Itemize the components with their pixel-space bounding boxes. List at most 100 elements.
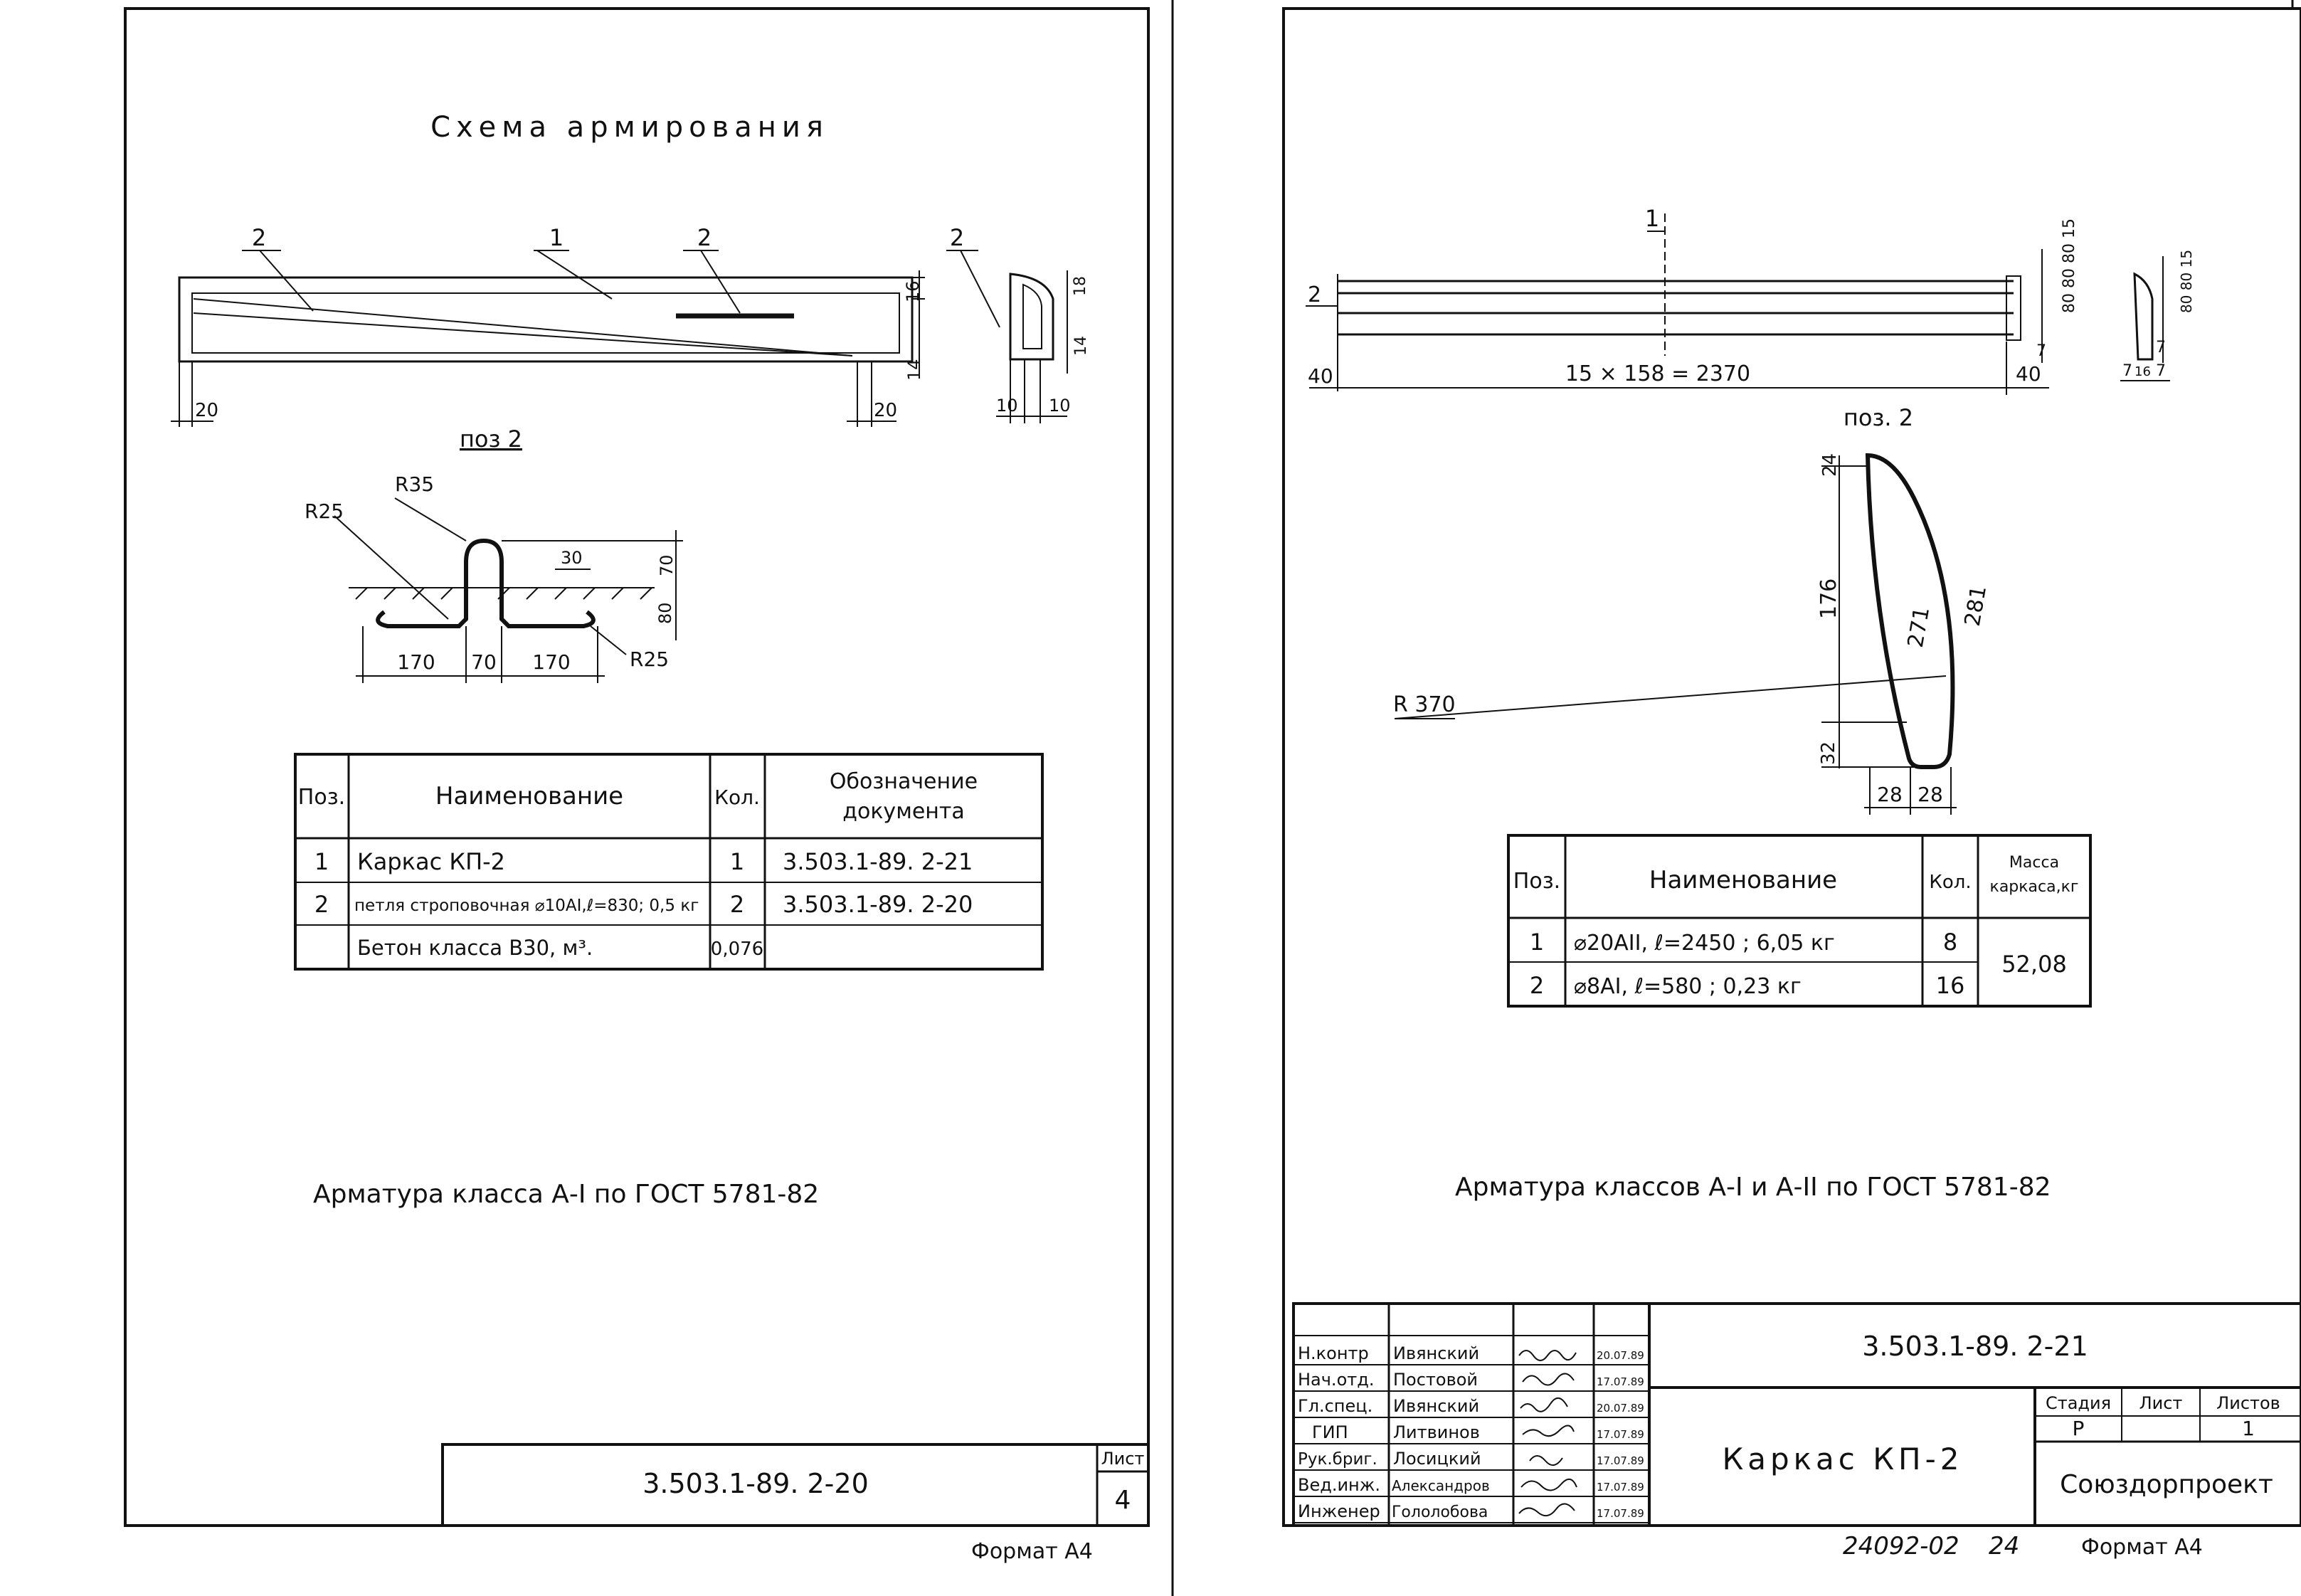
right-spec-table: Поз. Наименование Кол. Масса каркаса,кг …	[1507, 834, 2092, 1008]
dim-70-top: 70	[657, 554, 677, 576]
rt-r1-pos: 1	[1530, 929, 1544, 956]
left-sheet: Схема армирования 2 1 2 16 14	[124, 7, 1150, 1564]
tb-sheets-label: Листов	[2216, 1393, 2280, 1413]
rt-r2-name: ⌀8АI, ℓ=580 ; 0,23 кг	[1574, 974, 1802, 999]
dim-r25-left: R25	[305, 500, 344, 523]
frame-elevation: 1 2 40 15 × 158 = 2370 40 80 80 80 15 7	[1306, 205, 2078, 395]
dim-170-left: 170	[397, 650, 435, 674]
rt-h-qty: Кол.	[1929, 872, 1971, 893]
dim-10a: 10	[996, 396, 1018, 416]
tb-role-3: ГИП	[1312, 1422, 1348, 1442]
rdim-7c: 7	[2156, 362, 2166, 380]
rdim-7b: 7	[2122, 362, 2132, 380]
callout-2c: 2	[950, 224, 964, 251]
tb-date-5: 17.07.89	[1597, 1481, 1644, 1494]
rcallout-2: 2	[1308, 282, 1321, 307]
tb-name-4: Лосицкий	[1393, 1449, 1481, 1469]
tb-stage: Р	[2073, 1417, 2085, 1440]
tb-date-2: 20.07.89	[1597, 1402, 1644, 1415]
footer-number: 24092-02	[1843, 1532, 1959, 1560]
loop-detail-label: поз 2	[460, 426, 522, 453]
rdim-32: 32	[1818, 741, 1839, 765]
signatures	[1518, 1350, 1577, 1517]
right-format: Формат А4	[2081, 1535, 2203, 1560]
tb-sheets: 1	[2242, 1417, 2255, 1440]
loop-detail: поз 2 R35 R25 R25 30 70 80	[305, 426, 683, 683]
left-stamp-sheet-label: Лист	[1101, 1449, 1145, 1469]
dim-10b: 10	[1049, 396, 1071, 416]
dim-18: 18	[1072, 276, 1089, 296]
lt-r1-name: Каркас КП-2	[357, 848, 505, 875]
lt-h-name: Наименование	[435, 782, 623, 810]
rt-h-mass: Масса каркаса,кг	[1989, 854, 2079, 896]
dim-14: 14	[904, 359, 924, 381]
rdim-28a: 28	[1877, 783, 1903, 806]
rdim-7d: 7	[2156, 339, 2166, 356]
rdim-281: 281	[1960, 583, 1991, 628]
callout-1: 1	[549, 224, 564, 251]
tb-name-2: Ивянский	[1393, 1396, 1479, 1416]
tb-org: Союздорпроект	[2060, 1470, 2273, 1499]
tb-name-1: Постовой	[1393, 1370, 1478, 1390]
tb-date-6: 17.07.89	[1597, 1507, 1644, 1520]
tb-name-6: Гололобова	[1392, 1503, 1488, 1521]
dim-30: 30	[561, 548, 583, 568]
tb-role-0: Н.контр	[1298, 1343, 1369, 1363]
tb-name-0: Ивянский	[1393, 1343, 1479, 1363]
tb-role-4: Рук.бриг.	[1298, 1450, 1377, 1469]
dim-80: 80	[655, 602, 675, 624]
rdim-28b: 28	[1918, 783, 1943, 806]
panel-elevation: 2 1 2 16 14 20 20	[171, 224, 925, 427]
rdim-271: 271	[1903, 605, 1935, 649]
dim-20-right: 20	[874, 400, 897, 421]
tb-date-3: 17.07.89	[1597, 1428, 1644, 1441]
callout-2b: 2	[697, 224, 712, 251]
dim-14b: 14	[1072, 336, 1090, 356]
panel-section: 2 18 14 10 10	[946, 224, 1090, 423]
tb-date-0: 20.07.89	[1597, 1349, 1644, 1362]
lt-r2-qty: 2	[730, 891, 744, 918]
lt-r3-name: Бетон класса В30, м³.	[357, 936, 593, 960]
tb-stage-label: Стадия	[2046, 1393, 2111, 1413]
title-block-rows	[1294, 1364, 1649, 1523]
left-note: Арматура класса А-I по ГОСТ 5781-82	[313, 1180, 819, 1209]
rt-r1-qty: 8	[1943, 929, 1957, 956]
rdim-24: 24	[1819, 453, 1841, 477]
tb-name: Каркас КП-2	[1722, 1442, 1963, 1476]
tb-name-3: Литвинов	[1393, 1422, 1480, 1442]
rt-h-pos: Поз.	[1513, 869, 1560, 894]
tb-role-5: Вед.инж.	[1298, 1475, 1380, 1495]
rdim-small-vertical: 80 80 15	[2178, 250, 2195, 313]
rdim-7a: 7	[2036, 342, 2046, 360]
bent-bar-detail: поз. 2 24 176 32 271 281 R 370 28 28	[1393, 404, 1991, 815]
footer-page: 24	[1989, 1532, 2019, 1560]
tb-role-1: Нач.отд.	[1298, 1370, 1374, 1390]
rt-r2-pos: 2	[1530, 972, 1544, 999]
tb-name-5: Александров	[1392, 1477, 1490, 1494]
tb-date-4: 17.07.89	[1597, 1454, 1644, 1467]
rdim-176: 176	[1816, 578, 1841, 619]
left-stamp-sheet-no: 4	[1115, 1486, 1131, 1515]
lt-h-pos: Поз.	[298, 785, 345, 810]
lt-r1-doc: 3.503.1-89. 2-21	[783, 848, 973, 875]
right-sheet: 1 2 40 15 × 158 = 2370 40 80 80 80 15 7 …	[1282, 0, 2301, 1560]
rdim-spacing: 15 × 158 = 2370	[1565, 361, 1750, 386]
tb-sheet-label: Лист	[2139, 1393, 2183, 1413]
tb-role-2: Гл.спец.	[1298, 1396, 1372, 1416]
rt-mass: 52,08	[2001, 951, 2067, 978]
left-format: Формат А4	[971, 1539, 1093, 1564]
bent-bar-label: поз. 2	[1844, 404, 1913, 431]
lt-r2-pos: 2	[314, 891, 329, 918]
rdim-16: 16	[2135, 364, 2151, 379]
tb-date-1: 17.07.89	[1597, 1375, 1644, 1388]
rdim-40-right: 40	[2016, 362, 2041, 386]
rdim-r370: R 370	[1393, 692, 1456, 717]
callout-2a: 2	[252, 224, 266, 251]
rdim-40-left: 40	[1308, 364, 1333, 388]
dim-70-bottom: 70	[471, 650, 497, 674]
tb-code: 3.503.1-89. 2-21	[1862, 1331, 2088, 1362]
dim-16: 16	[903, 280, 923, 302]
frame-section: 80 80 15 7 16 7 7	[2120, 250, 2195, 381]
lt-r1-qty: 1	[730, 848, 744, 875]
